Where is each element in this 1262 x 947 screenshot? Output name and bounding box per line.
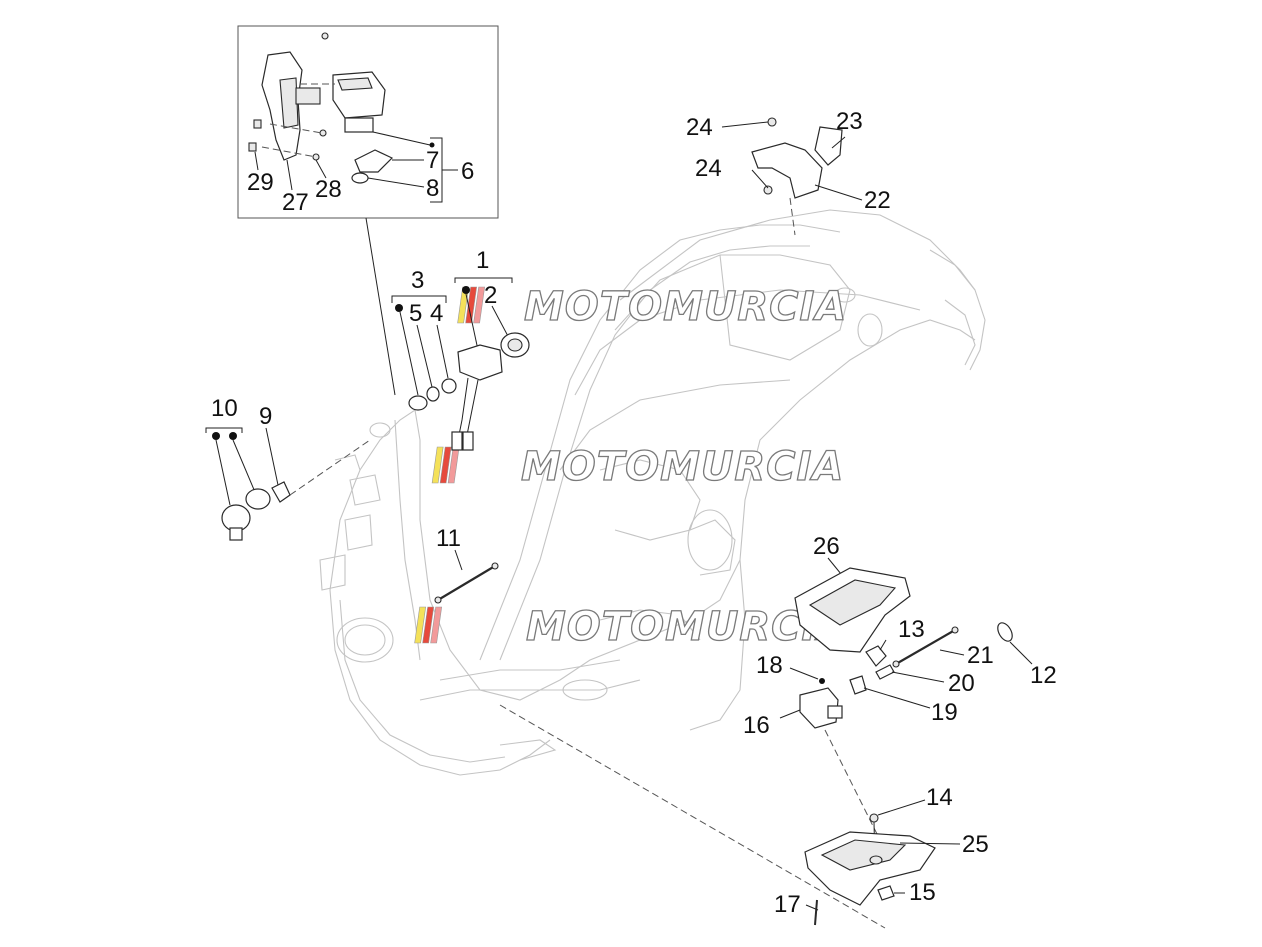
callout-5: 5 [409, 300, 422, 327]
callout-25: 25 [962, 831, 989, 858]
callout-6: 6 [461, 158, 474, 185]
seat-lock-actuator [779, 667, 931, 841]
callout-23: 23 [836, 108, 863, 135]
actuator-rod-parts [865, 622, 1033, 683]
callout-7: 7 [426, 147, 439, 174]
callout-8: 8 [426, 175, 439, 202]
callout-4: 4 [430, 300, 443, 327]
callout-24b: 24 [695, 155, 722, 182]
callout-28: 28 [315, 176, 342, 203]
callout-15: 15 [909, 879, 936, 906]
callout-26: 26 [813, 533, 840, 560]
callout-29: 29 [247, 169, 274, 196]
callout-27: 27 [282, 189, 309, 216]
callout-2: 2 [484, 282, 497, 309]
callout-9: 9 [259, 403, 272, 430]
battery-tray [499, 704, 961, 929]
callout-24a: 24 [686, 114, 713, 141]
gasket-and-socket [205, 427, 371, 541]
callout-21: 21 [967, 642, 994, 669]
callout-11: 11 [436, 525, 461, 552]
watermark-bottom: MOTOMURCIA [414, 603, 849, 651]
svg-text:MOTOMURCIA: MOTOMURCIA [521, 444, 844, 490]
svg-text:MOTOMURCIA: MOTOMURCIA [526, 604, 849, 650]
electronic-cover [794, 557, 911, 653]
callout-18: 18 [756, 652, 783, 679]
callout-12: 12 [1030, 662, 1057, 689]
callout-13: 13 [898, 616, 925, 643]
lock-cylinder-parts [391, 295, 457, 411]
callout-17: 17 [774, 891, 801, 918]
ignition-switch [451, 277, 530, 451]
callout-16: 16 [743, 712, 770, 739]
watermark-middle: MOTOMURCIA [431, 443, 844, 491]
callout-14: 14 [926, 784, 953, 811]
callout-1: 1 [476, 247, 489, 274]
release-cable [434, 549, 499, 604]
inset-lock-set [237, 25, 499, 396]
callout-labels: 1 2 3 4 5 6 7 8 9 10 11 12 13 14 15 16 1… [211, 108, 1057, 918]
watermark-top: MOTOMURCIA [457, 283, 847, 331]
callout-20: 20 [948, 670, 975, 697]
scooter-frame [319, 209, 986, 776]
callout-22: 22 [864, 187, 891, 214]
callout-19: 19 [931, 699, 958, 726]
svg-text:MOTOMURCIA: MOTOMURCIA [524, 284, 847, 330]
seat-hinge-bracket [721, 117, 863, 236]
callout-10: 10 [211, 395, 238, 422]
callout-3: 3 [411, 267, 424, 294]
